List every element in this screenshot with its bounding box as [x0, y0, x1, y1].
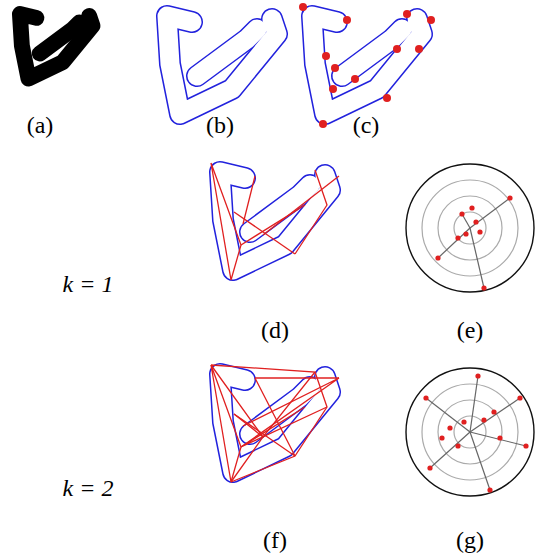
panel-label: (d) — [261, 318, 289, 342]
panel-label: (g) — [456, 528, 484, 552]
panel-label: (b) — [206, 113, 234, 137]
panel-label: (c) — [353, 113, 380, 137]
panel-label: (a) — [27, 113, 54, 137]
panel-label: (e) — [457, 318, 484, 342]
panel-label: k = 2 — [63, 476, 114, 500]
panel-label: (f) — [263, 528, 287, 552]
panel-label: k = 1 — [63, 272, 114, 296]
